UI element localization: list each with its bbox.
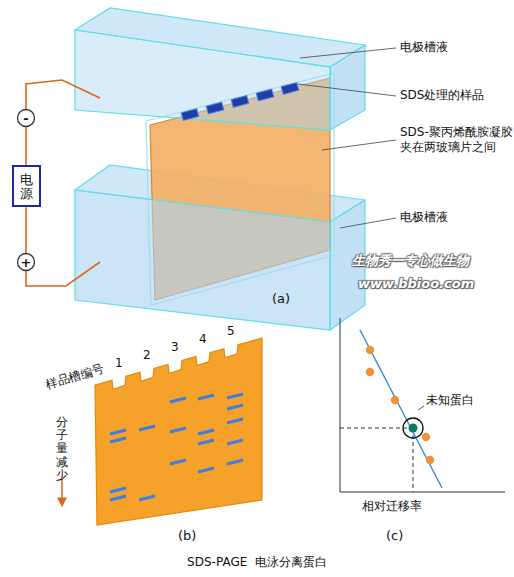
- sample-well: [231, 96, 249, 108]
- lane-number: 3: [171, 340, 179, 355]
- protein-band: [198, 440, 214, 444]
- label: 未知蛋白: [426, 393, 474, 408]
- watermark: www.bbioo.com: [358, 276, 474, 292]
- panel-label: (b): [178, 528, 196, 544]
- protein-band: [198, 430, 214, 434]
- protein-band: [110, 496, 126, 500]
- guide-line: [340, 428, 413, 429]
- terminal-sign: +: [21, 256, 32, 269]
- label: 电极槽液: [400, 210, 448, 225]
- data-point: [422, 433, 430, 441]
- fit-line: [360, 330, 442, 488]
- terminal-symbol: -: [17, 109, 35, 127]
- highlight-ring: [403, 418, 423, 438]
- axis-label: 相对迁移率: [362, 499, 422, 514]
- panel-label: (c): [386, 528, 403, 544]
- lane-number: 4: [199, 332, 207, 347]
- upper-tank-end: [330, 45, 365, 130]
- panel-label: (a): [272, 291, 290, 307]
- lane-number: 5: [227, 324, 235, 339]
- protein-band: [170, 428, 186, 432]
- leader-line: [298, 84, 396, 96]
- lower-tank-front: [75, 190, 330, 330]
- chart-axes: [340, 318, 505, 492]
- leader-line: [418, 406, 424, 410]
- protein-band: [198, 395, 214, 399]
- axis-label: 分子量减少: [56, 416, 68, 482]
- protein-band: [110, 438, 126, 442]
- lane-number: 1: [115, 356, 123, 371]
- sample-well: [181, 109, 199, 121]
- protein-band: [110, 488, 126, 492]
- protein-band: [227, 440, 243, 444]
- gel-slab: [95, 338, 262, 525]
- unknown-point: [409, 424, 418, 433]
- protein-band: [227, 460, 243, 464]
- upper-tank-front: [75, 30, 330, 130]
- power-supply-box: 电源: [12, 165, 41, 208]
- wire: [26, 262, 100, 286]
- leader-line: [340, 218, 396, 228]
- protein-band: [170, 398, 186, 402]
- wire: [25, 127, 27, 165]
- data-point: [366, 368, 374, 376]
- sample-well: [206, 102, 224, 114]
- watermark: 生物秀一专心做生物: [352, 253, 469, 269]
- terminal-symbol: +: [17, 253, 35, 271]
- lane-number: 2: [143, 348, 151, 363]
- wire: [25, 207, 27, 253]
- sample-well: [281, 83, 299, 95]
- data-point: [366, 346, 374, 354]
- label: 电极槽液: [400, 40, 448, 55]
- label: SDS-聚丙烯酰胺凝胶 夹在两玻璃片之间: [400, 125, 514, 155]
- data-point: [391, 396, 399, 404]
- wire: [26, 80, 100, 109]
- protein-band: [110, 430, 126, 434]
- terminal-sign: -: [23, 112, 28, 125]
- protein-band: [139, 496, 155, 500]
- protein-band: [227, 419, 243, 423]
- protein-band: [227, 394, 243, 398]
- data-point: [426, 456, 434, 464]
- protein-band: [170, 460, 186, 464]
- leader-line: [300, 48, 396, 58]
- caption: SDS-PAGE 电泳分离蛋白: [0, 555, 514, 570]
- arrow-head: [58, 498, 66, 506]
- protein-band: [139, 426, 155, 430]
- sample-well: [256, 89, 274, 101]
- label: SDS处理的样品: [400, 88, 484, 103]
- node-text: 电源: [20, 173, 33, 202]
- leader-line: [322, 140, 396, 150]
- protein-band: [227, 405, 243, 409]
- protein-band: [198, 468, 214, 472]
